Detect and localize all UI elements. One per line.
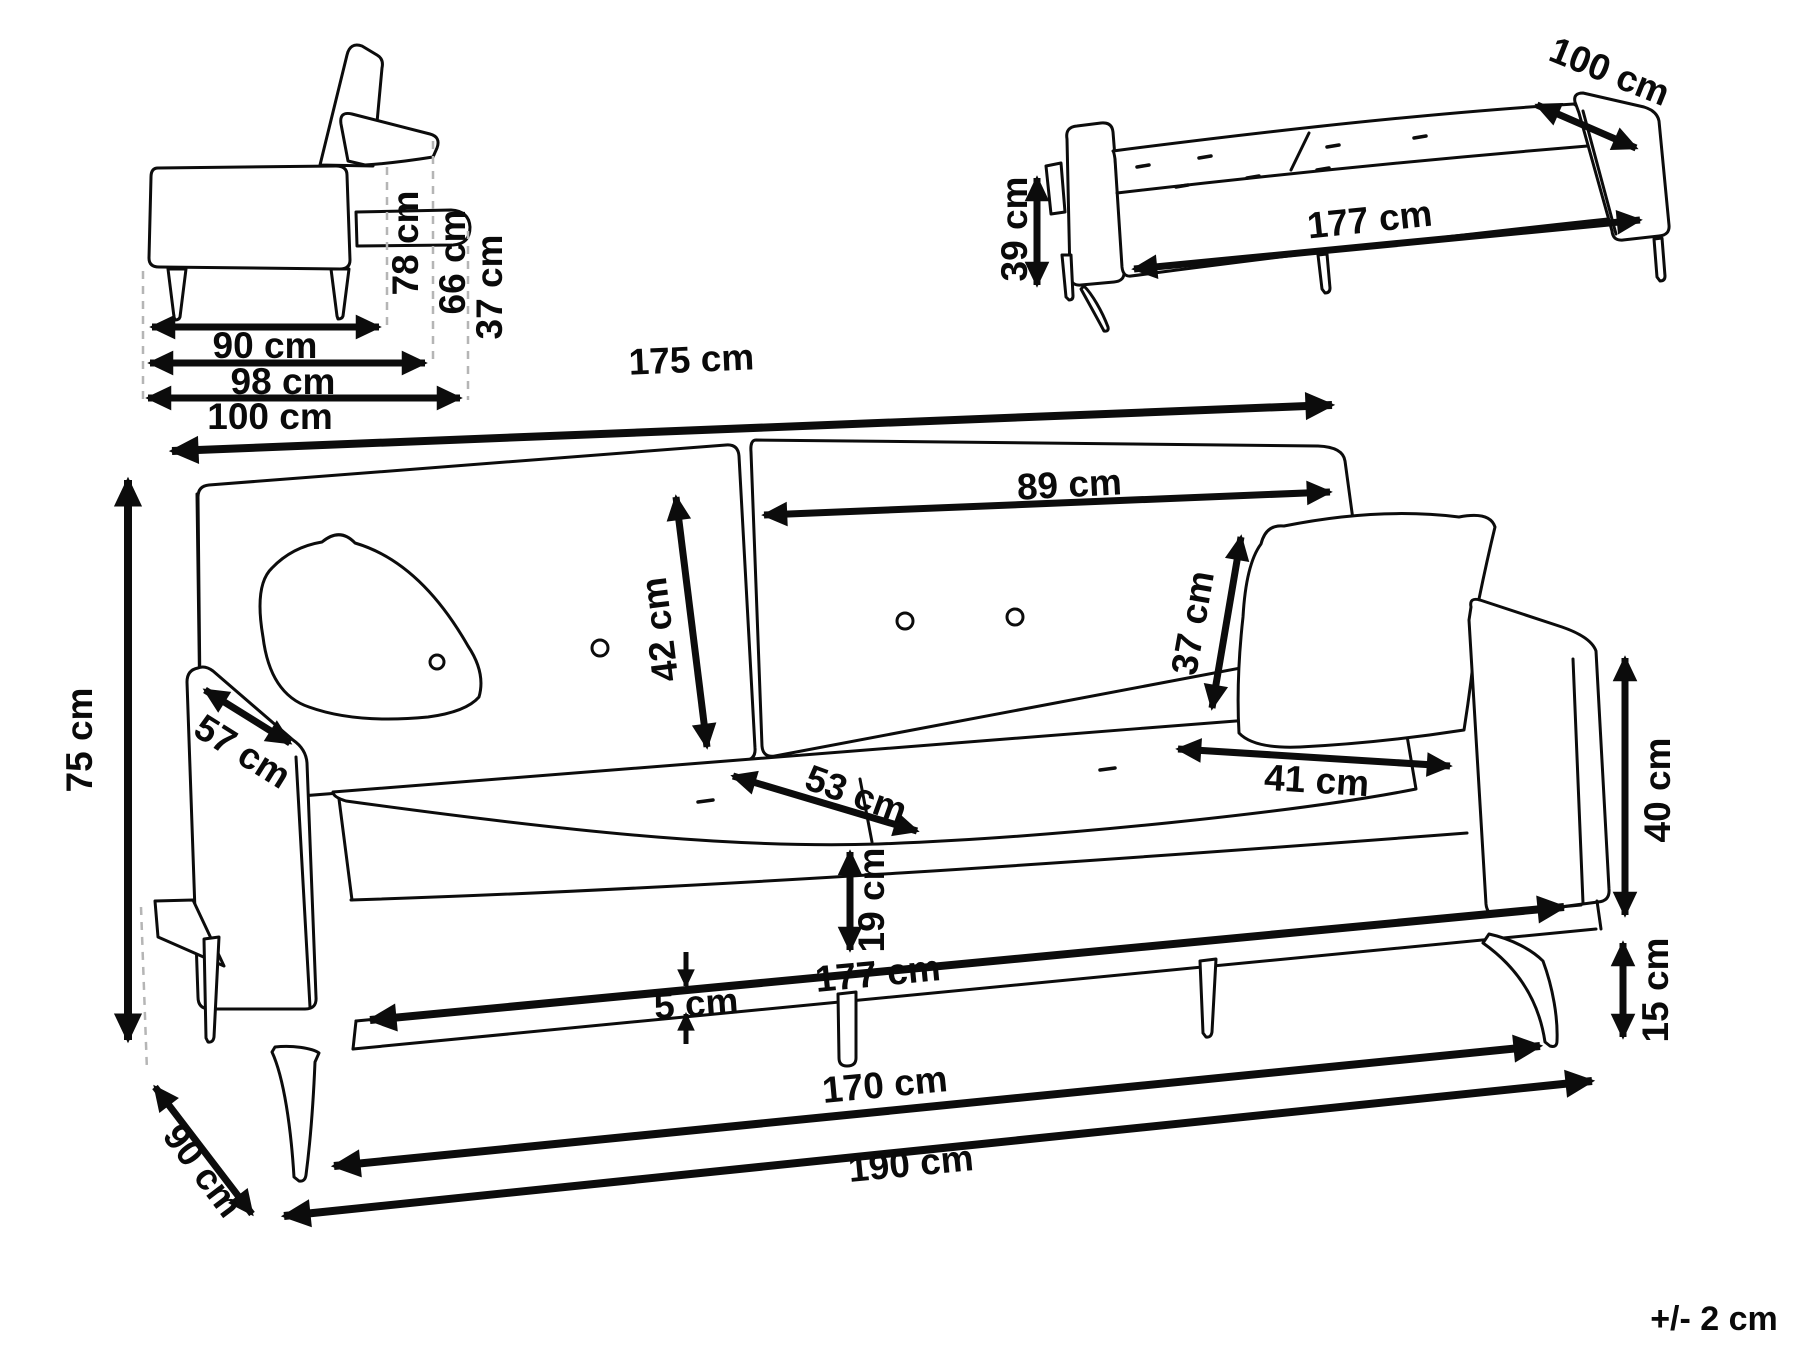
front-view-diagram: 175 cm 89 cm 42 cm 37 cm 41 cm 57 cm 53 …	[59, 336, 1678, 1228]
dim-arrow-back-height-42	[666, 494, 717, 750]
bedview-tuft-dashes	[1135, 134, 1428, 189]
right-pillow	[1236, 512, 1497, 749]
dim-label-depth-90: 90 cm	[213, 325, 318, 366]
dim-arrow-bed-length-177	[1131, 209, 1643, 280]
tolerance-note: +/- 2 cm	[1650, 1300, 1778, 1338]
dim-arrow-pillow-height-37	[1203, 534, 1250, 711]
sideview-backrest-reclined	[339, 112, 440, 167]
bedview-leg	[1316, 252, 1332, 295]
dim-label-seat-front-19: 19 cm	[851, 848, 892, 953]
tuft-dash	[696, 798, 715, 804]
bedview-back-bracket	[1044, 161, 1067, 216]
base-rail-left-end	[351, 1019, 358, 1051]
dim-label-seat-width-177: 177 cm	[813, 947, 942, 1000]
dim-label-height-66: 66 cm	[432, 210, 473, 315]
bedview-mattress	[1111, 102, 1658, 278]
side-view-diagram: 90 cm 98 cm 100 cm 78 cm 66 cm 37 cm	[141, 43, 510, 437]
sofa-leg-middle	[836, 990, 858, 1068]
bedview-leg	[1060, 253, 1075, 302]
seat-left-end-line	[337, 797, 354, 902]
dim-label-total-depth-90: 90 cm	[155, 1116, 251, 1224]
dim-label-total-height-75: 75 cm	[59, 688, 100, 793]
dim-label-back-width-175: 175 cm	[628, 336, 755, 382]
dim-arrow-back-cushion-89	[761, 480, 1333, 527]
sideview-back-leg	[329, 267, 351, 321]
dim-arrow-pillow-width-41	[1175, 738, 1453, 777]
tuft-dash	[1315, 166, 1331, 172]
tuft-dash	[1135, 163, 1151, 169]
dim-label-pillow-width-41: 41 cm	[1263, 757, 1370, 804]
tuft-dash	[1412, 134, 1428, 140]
bedview-leg	[1079, 284, 1110, 333]
dim-label-height-37: 37 cm	[469, 235, 510, 340]
dim-label-total-width-190: 190 cm	[846, 1137, 975, 1190]
bedview-left-armrest	[1065, 121, 1126, 287]
dim-label-frame-5: 5 cm	[653, 980, 740, 1027]
sofa-leg-front-left	[270, 1044, 321, 1183]
dim-label-depth-100: 100 cm	[207, 396, 333, 437]
tuft-dash	[1098, 766, 1117, 772]
sideview-seat-body	[147, 164, 352, 271]
base-rail-bottom	[351, 927, 1598, 1051]
sofa-leg-rear-middle	[1198, 957, 1218, 1039]
dim-label-height-78: 78 cm	[385, 191, 426, 296]
right-armrest-front-edge	[1571, 657, 1585, 905]
left-armrest-front-edge	[294, 755, 312, 1009]
left-armrest	[185, 665, 318, 1011]
sofa-leg-front-right	[1481, 932, 1559, 1048]
backrest-button	[1005, 607, 1025, 627]
bedview-mattress-seam	[1289, 131, 1311, 172]
dim-arrow-armrest-depth-57	[202, 687, 293, 746]
right-armrest	[1467, 597, 1611, 917]
tuft-dash	[1174, 183, 1190, 189]
sofa-leg-rear-left	[202, 935, 221, 1044]
dim-arrow-back-width-175	[168, 391, 1336, 465]
bed-view-diagram: 39 cm 100 cm 177 cm	[994, 29, 1676, 333]
dim-arrow-seat-width-177	[366, 895, 1568, 1032]
dim-label-bed-height-39: 39 cm	[994, 177, 1035, 282]
dim-arrow-bed-width-100	[1534, 101, 1639, 152]
sideview-seat-extended	[354, 208, 472, 248]
dim-label-leg-height-15: 15 cm	[1635, 938, 1676, 1043]
seat-front-bottom-line	[349, 831, 1469, 902]
pillow-button	[428, 653, 446, 671]
tuft-dash	[1325, 143, 1341, 149]
sideview-front-leg	[166, 267, 188, 322]
bedview-leg	[1652, 236, 1667, 283]
dim-arrow-total-depth-90	[152, 1084, 255, 1217]
backrest-button	[895, 611, 915, 631]
backrest-button	[590, 638, 610, 658]
tuft-dash	[1197, 154, 1213, 160]
dim-arrow-total-width-190	[280, 1069, 1596, 1228]
tuft-dash	[1245, 174, 1261, 180]
extension-line	[139, 906, 149, 1072]
left-pillow	[258, 533, 483, 721]
dim-arrow-seat-depth-53	[730, 770, 920, 837]
dim-label-armrest-height-40: 40 cm	[1637, 738, 1678, 843]
dim-label-back-cushion-89: 89 cm	[1016, 461, 1123, 507]
base-rail-right-end	[1595, 899, 1603, 931]
